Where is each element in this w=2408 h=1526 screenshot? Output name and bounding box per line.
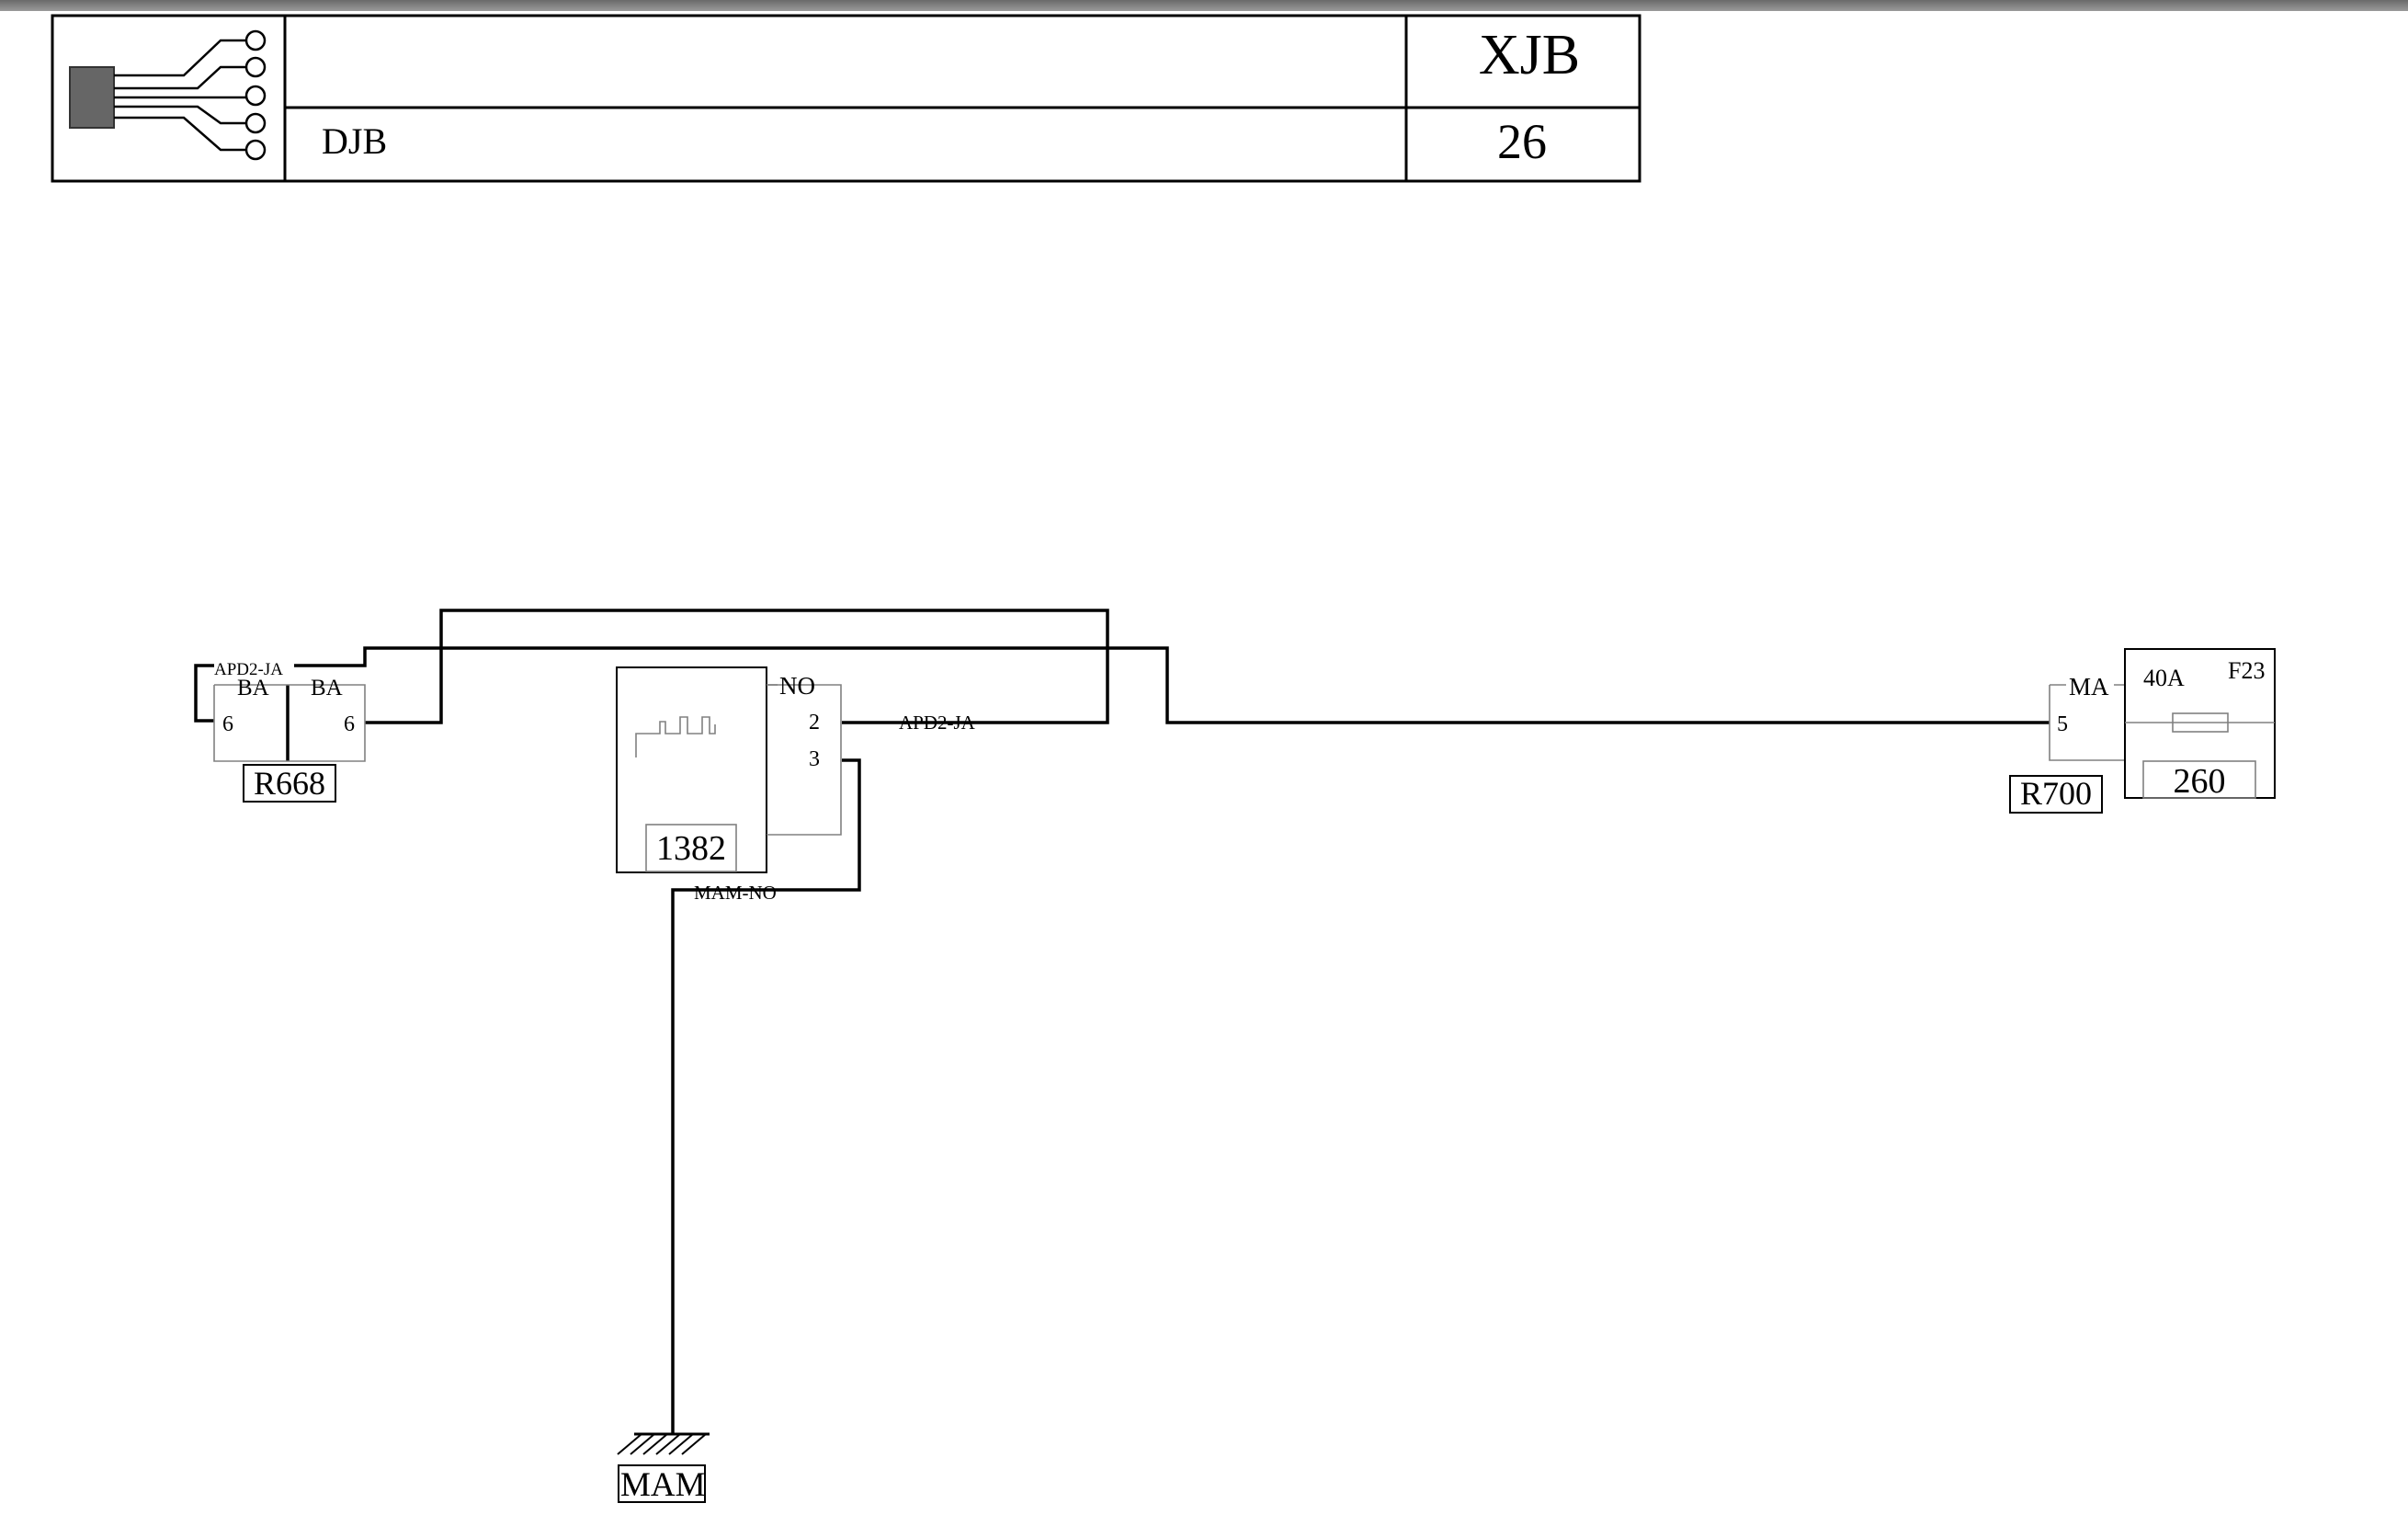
component-ref: R668 <box>254 765 325 802</box>
component-ref-box <box>243 764 336 803</box>
pin-number: 6 <box>344 712 355 736</box>
connector-logo-icon <box>69 29 267 161</box>
system-code: DJB <box>322 120 387 162</box>
pin-color-label: MA <box>2069 673 2109 700</box>
wire-label: MAM-NO <box>694 882 777 904</box>
ground-icon <box>617 1432 710 1455</box>
component-ref: MAM <box>620 1466 706 1504</box>
relay-pin-block <box>767 684 842 836</box>
wire-label: APD2-JA <box>214 660 283 679</box>
pin-number: 5 <box>2057 712 2068 736</box>
component-ref: 260 <box>2174 762 2226 801</box>
component-ref-box <box>645 824 737 872</box>
pin-color-label: BA <box>237 676 269 700</box>
component-ref-box <box>2142 760 2256 799</box>
relay-body <box>616 666 767 873</box>
connector-r668-outline <box>288 684 366 762</box>
function-code: XJB <box>1479 24 1580 86</box>
title-block: DJB XJB 26 <box>51 14 1641 183</box>
wire-mam-no <box>671 758 861 1434</box>
fuse-icon <box>2172 712 2229 733</box>
relay-1382: NO 2 3 1382 <box>616 666 842 873</box>
relay-coil-icon <box>635 716 716 757</box>
pin-number: 6 <box>222 712 233 736</box>
component-ref-box <box>618 1464 706 1503</box>
wire-apd2-ja-r700 <box>294 646 2050 724</box>
fuse-rating: 40A <box>2143 665 2185 691</box>
wire-label: APD2-JA <box>899 712 976 734</box>
component-ref: R700 <box>2020 775 2092 812</box>
connector-r668-outline <box>213 684 288 762</box>
pin-color-label: NO <box>779 672 815 700</box>
page-number: 26 <box>1497 114 1547 169</box>
connector-r700: MA 5 R700 <box>2009 673 2126 814</box>
component-ref-box <box>2009 775 2103 814</box>
wire-apd2-ja-relay <box>365 609 1109 724</box>
fuse-id: F23 <box>2228 657 2265 684</box>
pin-number: 3 <box>809 747 820 771</box>
wire-r668-loop <box>194 664 214 723</box>
pin-color-label: BA <box>311 676 343 700</box>
component-ref: 1382 <box>656 829 726 868</box>
title-block-frame <box>51 14 1641 183</box>
fuse-f23: 40A F23 260 <box>2124 648 2276 801</box>
pin-number: 2 <box>809 711 820 735</box>
wires <box>194 609 2050 1434</box>
ground-mam: MAM <box>617 1432 710 1504</box>
connector-r668: BA BA 6 6 R668 <box>213 676 366 803</box>
window-top-bar <box>0 0 2408 11</box>
